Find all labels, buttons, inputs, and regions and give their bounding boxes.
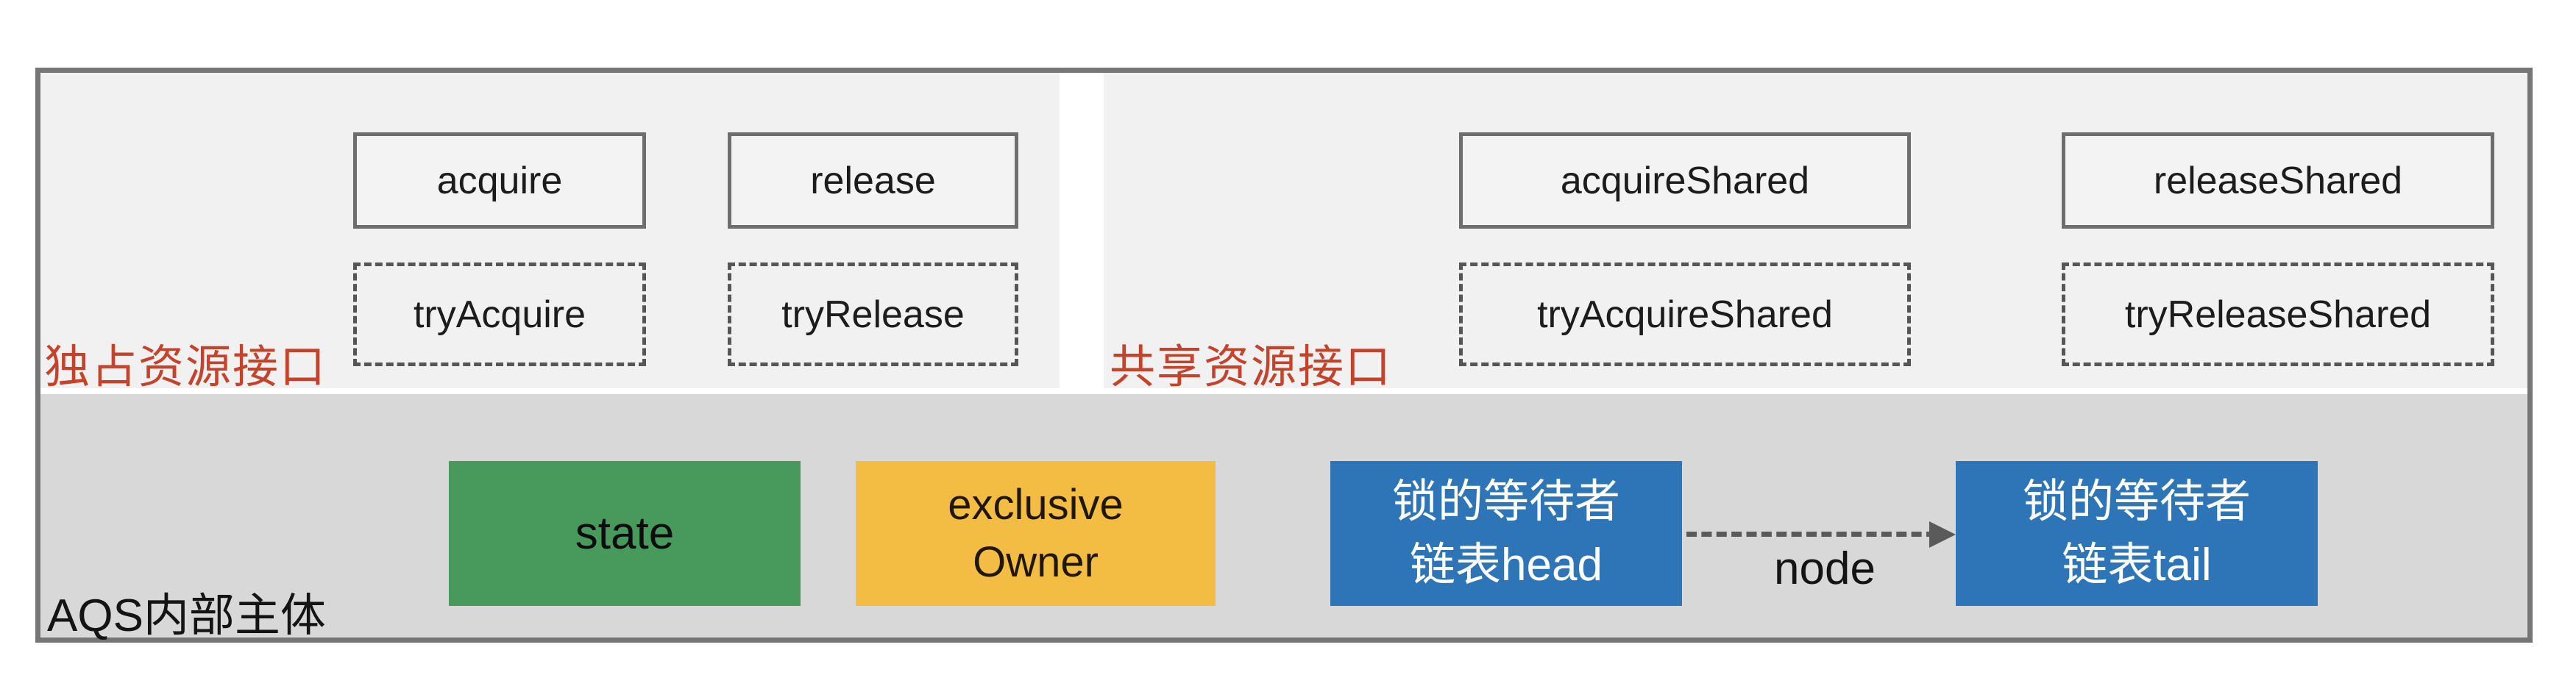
shared-panel-title: 共享资源接口: [1110, 342, 1393, 393]
acquire-label: acquire: [436, 159, 563, 202]
release-shared-box: releaseShared: [2062, 132, 2494, 229]
exclusive-panel-title: 独占资源接口: [44, 342, 327, 393]
wait-list-tail-line1: 锁的等待者: [2022, 476, 2251, 527]
try-release-shared-box: tryReleaseShared: [2062, 262, 2494, 366]
wait-list-head-line1: 锁的等待者: [1391, 476, 1620, 527]
shared-interface-panel: [1104, 73, 2527, 388]
exclusive-owner-line1: exclusive: [948, 480, 1124, 529]
exclusive-owner-line2: Owner: [973, 538, 1099, 586]
wait-list-head-block: 锁的等待者 链表head: [1330, 461, 1682, 606]
exclusive-interface-panel: [40, 73, 1060, 388]
try-acquire-box: tryAcquire: [353, 262, 646, 366]
try-acquire-shared-box: tryAcquireShared: [1459, 262, 1911, 366]
node-arrow-head-icon: [1929, 521, 1956, 548]
acquire-shared-box: acquireShared: [1459, 132, 1911, 229]
exclusive-owner-block: exclusive Owner: [856, 461, 1216, 606]
try-acquire-label: tryAcquire: [413, 293, 586, 336]
try-release-box: tryRelease: [728, 262, 1018, 366]
wait-list-tail-line2: 链表tail: [2062, 539, 2212, 590]
release-box: release: [728, 132, 1018, 229]
try-release-shared-label: tryReleaseShared: [2124, 293, 2432, 336]
node-label: node: [1774, 543, 1876, 594]
release-label: release: [810, 159, 936, 202]
wait-list-head-line2: 链表head: [1410, 539, 1603, 590]
wait-list-tail-block: 锁的等待者 链表tail: [1956, 461, 2318, 606]
acquire-box: acquire: [353, 132, 646, 229]
acquire-shared-label: acquireShared: [1560, 159, 1810, 202]
node-arrow-line: [1686, 532, 1937, 537]
state-label: state: [575, 508, 675, 559]
aqs-body-title: AQS内部主体: [47, 590, 326, 641]
state-block: state: [449, 461, 801, 606]
try-acquire-shared-label: tryAcquireShared: [1537, 293, 1833, 336]
try-release-label: tryRelease: [781, 293, 965, 336]
release-shared-label: releaseShared: [2153, 159, 2403, 202]
